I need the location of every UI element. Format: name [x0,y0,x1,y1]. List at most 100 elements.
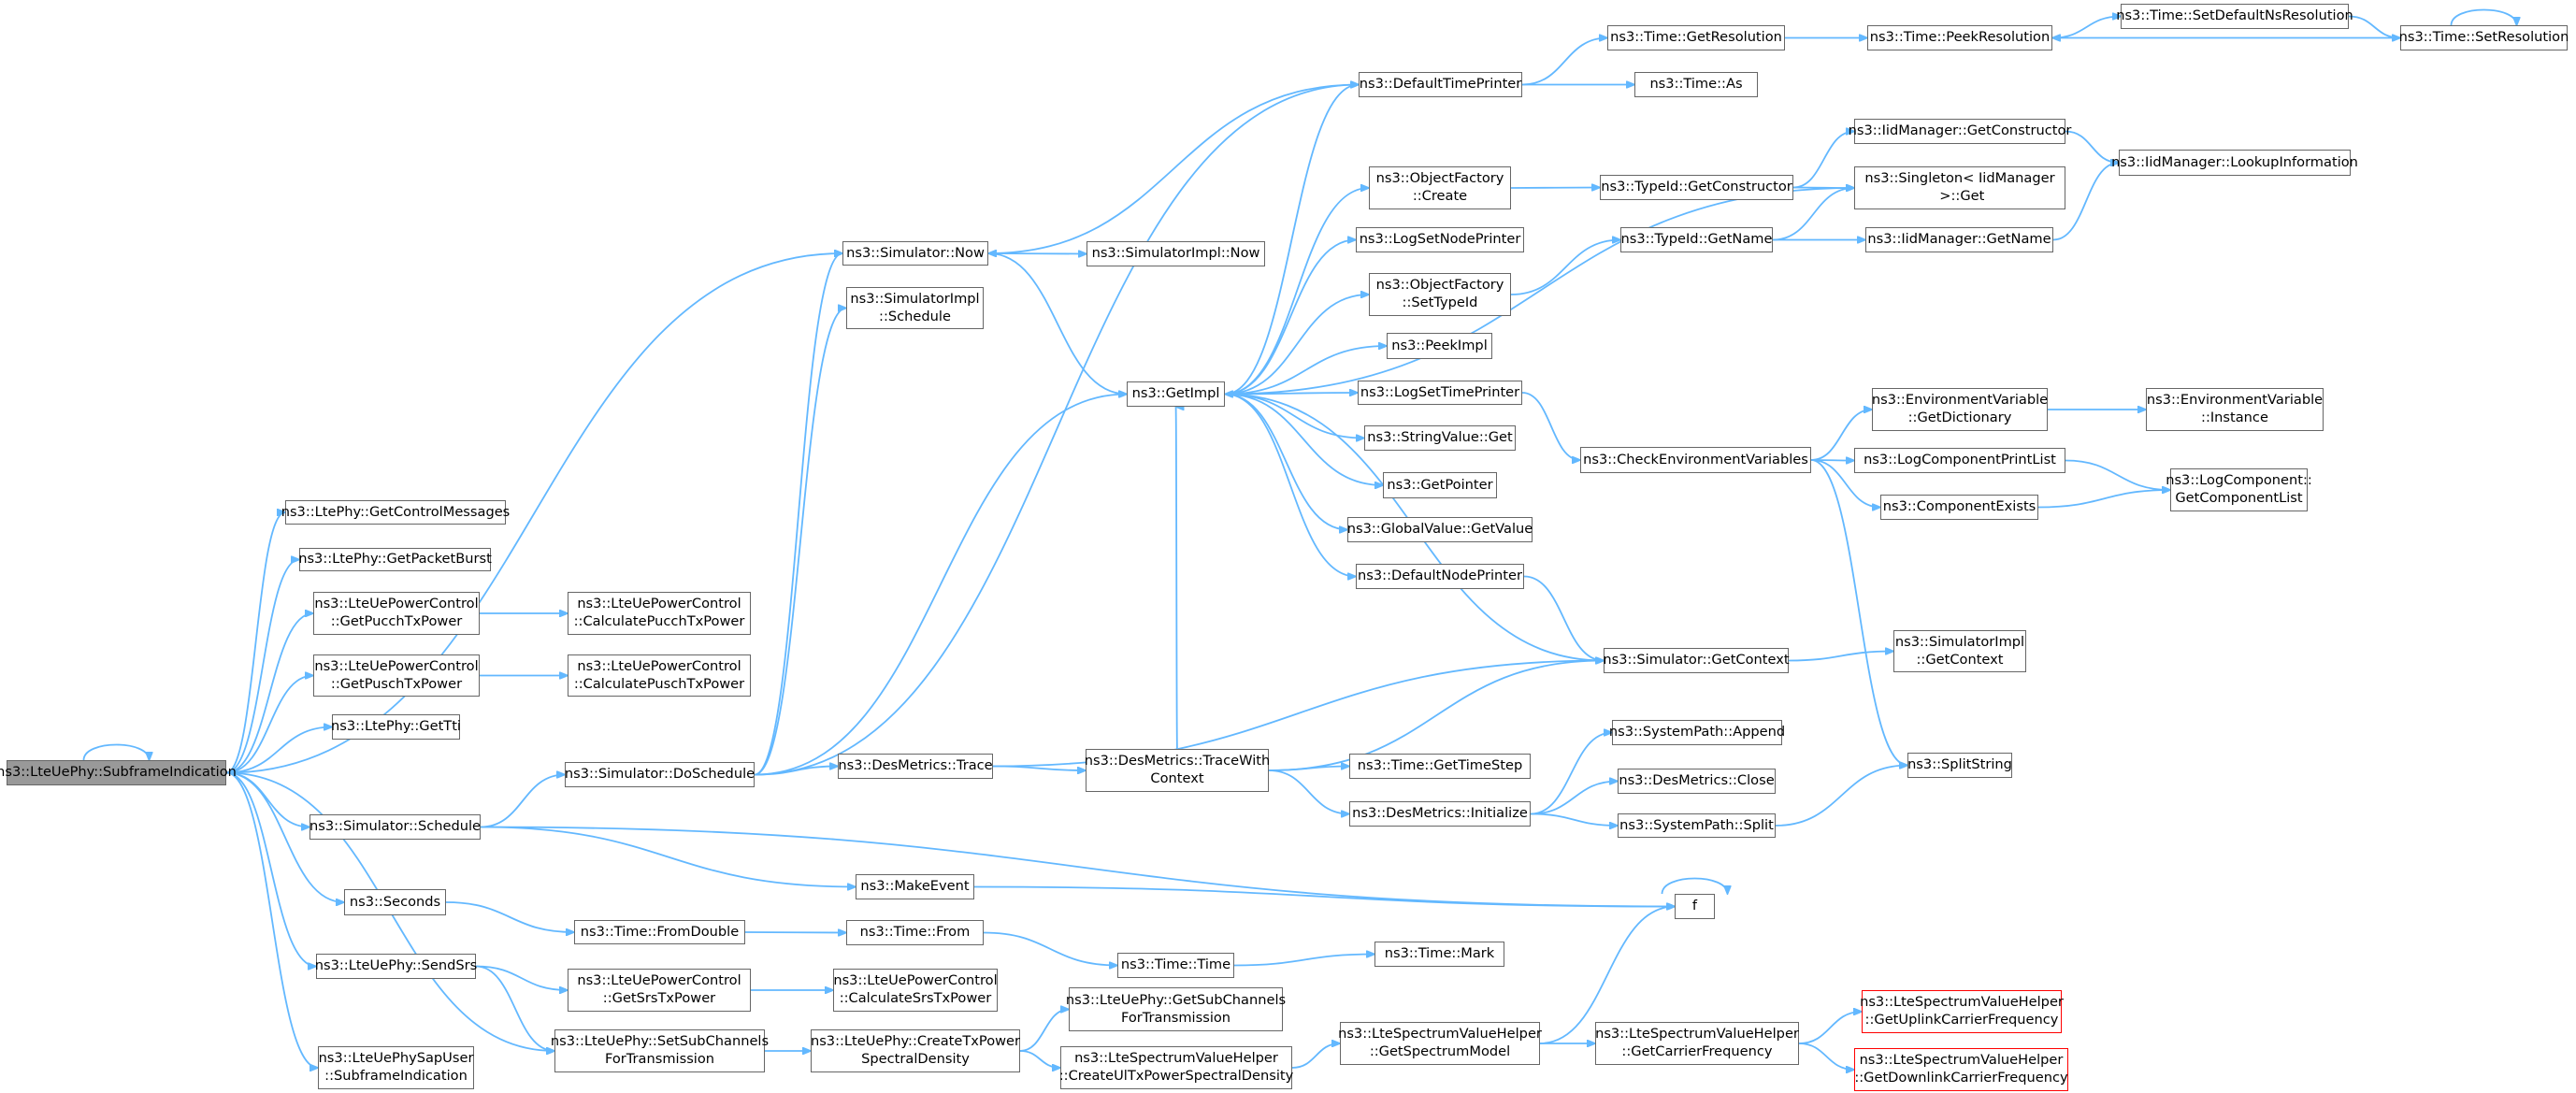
node-seconds[interactable]: ns3::Seconds [344,889,446,915]
node-getuplinkfreq[interactable]: ns3::LteSpectrumValueHelper ::GetUplinkC… [1860,990,2064,1033]
node-typeidgetname[interactable]: ns3::TypeId::GetName [1620,227,1773,252]
node-checkenv[interactable]: ns3::CheckEnvironmentVariables [1580,447,1811,473]
node-calcpucch[interactable]: ns3::LteUePowerControl ::CalculatePucchT… [568,592,751,635]
node-getpucchtxpower[interactable]: ns3::LteUePowerControl ::GetPucchTxPower [313,592,480,635]
node-getcomponentlist[interactable]: ns3::LogComponent:: GetComponentList [2166,468,2312,511]
node-root[interactable]: ns3::LteUePhy::SubframeIndication [0,760,237,785]
edge-ofcreate-to-typeidgetconstructor [1510,188,1600,189]
node-typeidgetconstructor[interactable]: ns3::TypeId::GetConstructor [1600,175,1793,200]
edge-getimpl-to-defaultnodeprinter [1224,393,1356,577]
node-logsetnodeprinter[interactable]: ns3::LogSetNodePrinter [1356,227,1524,252]
node-iidlookupinfo[interactable]: ns3::IidManager::LookupInformation [2111,150,2358,176]
edge-logcomponentprintlist-to-getcomponentlist [2065,459,2170,491]
node-desclose[interactable]: ns3::DesMetrics::Close [1618,769,1776,794]
node-envgetdictionary[interactable]: ns3::EnvironmentVariable ::GetDictionary [1872,388,2048,431]
node-sapuser[interactable]: ns3::LteUePhySapUser ::SubframeIndicatio… [318,1046,474,1089]
node-getsubchannels[interactable]: ns3::LteUePhy::GetSubChannels ForTransmi… [1066,987,1286,1031]
edge-getcarrierfreq-to-getdownlinkfreq [1798,1043,1854,1070]
node-getpuschtxpower[interactable]: ns3::LteUePowerControl ::GetPuschTxPower [313,654,480,697]
node-envinstance[interactable]: ns3::EnvironmentVariable ::Instance [2146,388,2324,431]
node-componentexists[interactable]: ns3::ComponentExists [1880,495,2038,520]
edge-defaulttimeprinter-to-simnow [988,83,1360,254]
node-simgetcontext[interactable]: ns3::Simulator::GetContext [1603,648,1790,673]
node-logsettimeprinter[interactable]: ns3::LogSetTimePrinter [1358,381,1522,405]
node-setresolution[interactable]: ns3::Time::SetResolution [2399,25,2569,50]
edge-root-to-sendsrs [225,771,316,967]
edge-root-to-seconds [225,771,344,903]
edge-setresolution-to-setresolution [2450,8,2517,26]
node-timefrom[interactable]: ns3::Time::From [846,920,984,945]
node-tracewithcontext[interactable]: ns3::DesMetrics::TraceWith Context [1085,749,1270,792]
edge-iidgetname-to-iidlookupinfo [2052,163,2119,241]
node-createulpsd[interactable]: ns3::LteSpectrumValueHelper ::CreateUlTx… [1059,1046,1293,1089]
node-destrace[interactable]: ns3::DesMetrics::Trace [838,754,993,779]
edge-tracewithcontext-to-getimpl [1176,407,1178,750]
node-simimplgetcontext[interactable]: ns3::SimulatorImpl ::GetContext [1893,630,2026,672]
node-fromdouble[interactable]: ns3::Time::FromDouble [574,920,745,944]
node-singletonget[interactable]: ns3::Singleton< IidManager >::Get [1854,166,2065,209]
edge-getspectrummodel-to-f [1539,907,1675,1044]
node-defaulttimeprinter[interactable]: ns3::DefaultTimePrinter [1359,72,1522,97]
node-getcontrolmessages[interactable]: ns3::LtePhy::GetControlMessages [281,500,510,525]
node-globalvalueget[interactable]: ns3::GlobalValue::GetValue [1347,517,1533,542]
node-f[interactable]: f [1675,894,1715,919]
node-defaultnodeprinter[interactable]: ns3::DefaultNodePrinter [1356,564,1524,589]
node-syspathsplit[interactable]: ns3::SystemPath::Split [1618,813,1776,838]
edge-root-to-simnow [225,253,842,774]
edge-desinitialize-to-syspathappend [1530,733,1612,815]
node-simimplschedule[interactable]: ns3::SimulatorImpl ::Schedule [846,287,984,329]
node-getpointer[interactable]: ns3::GetPointer [1383,472,1497,498]
node-ofsettypeid[interactable]: ns3::ObjectFactory ::SetTypeId [1369,273,1511,316]
edge-fromdouble-to-timefrom [744,932,846,933]
edge-root-to-getpacketburst [225,560,299,774]
node-timemark[interactable]: ns3::Time::Mark [1374,942,1504,967]
node-peekimpl[interactable]: ns3::PeekImpl [1387,333,1492,359]
node-peekresolution[interactable]: ns3::Time::PeekResolution [1867,25,2052,50]
node-getcarrierfreq[interactable]: ns3::LteSpectrumValueHelper ::GetCarrier… [1595,1022,1799,1065]
node-getpacketburst[interactable]: ns3::LtePhy::GetPacketBurst [298,548,492,571]
edge-doschedule-to-simnow [754,253,842,776]
node-makeevent[interactable]: ns3::MakeEvent [856,874,974,899]
edge-createulpsd-to-getspectrummodel [1291,1043,1340,1069]
node-simnow[interactable]: ns3::Simulator::Now [842,241,988,266]
node-setdefaultnsres[interactable]: ns3::Time::SetDefaultNsResolution [2116,4,2353,29]
node-calcpusch[interactable]: ns3::LteUePowerControl ::CalculatePuschT… [568,654,751,697]
node-getresolution[interactable]: ns3::Time::GetResolution [1607,25,1785,50]
node-desinitialize[interactable]: ns3::DesMetrics::Initialize [1349,801,1531,827]
node-simimplnow[interactable]: ns3::SimulatorImpl::Now [1087,241,1265,266]
node-sendsrs[interactable]: ns3::LteUePhy::SendSrs [315,954,477,979]
edge-root-to-getpucchtxpower [225,613,313,774]
node-getspectrummodel[interactable]: ns3::LteSpectrumValueHelper ::GetSpectru… [1338,1022,1542,1065]
edge-doschedule-to-getimpl [754,395,1127,776]
edge-getimpl-to-peekimpl [1224,346,1387,395]
edge-setdefaultnsres-to-setresolution [2348,15,2400,38]
edge-destrace-to-simgetcontext [992,661,1604,768]
node-gettti[interactable]: ns3::LtePhy::GetTti [331,714,461,740]
node-iidgetconstructor[interactable]: ns3::IidManager::GetConstructor [1849,119,2071,144]
node-setsubchannels[interactable]: ns3::LteUePhy::SetSubChannels ForTransmi… [551,1029,769,1072]
node-gettimestep[interactable]: ns3::Time::GetTimeStep [1349,754,1531,779]
node-getsrstxpower[interactable]: ns3::LteUePowerControl ::GetSrsTxPower [568,969,751,1012]
node-splitstring[interactable]: ns3::SplitString [1907,753,2012,778]
edge-timefrom-to-timetime [983,931,1117,966]
node-logcomponentprintlist[interactable]: ns3::LogComponentPrintList [1854,448,2065,473]
node-simschedule[interactable]: ns3::Simulator::Schedule [309,814,481,840]
edge-typeidgetconstructor-to-singletonget [1792,188,1854,189]
node-getimpl[interactable]: ns3::GetImpl [1127,381,1225,407]
edge-timetime-to-timemark [1233,955,1374,967]
node-stringvalueget[interactable]: ns3::StringValue::Get [1364,425,1516,451]
node-timetime[interactable]: ns3::Time::Time [1117,953,1234,978]
node-getdownlinkfreq[interactable]: ns3::LteSpectrumValueHelper ::GetDownlin… [1854,1048,2068,1091]
edge-root-to-getcontrolmessages [225,512,285,774]
node-doschedule[interactable]: ns3::Simulator::DoSchedule [565,762,755,787]
edge-componentexists-to-getcomponentlist [2037,490,2170,509]
node-calcsrs[interactable]: ns3::LteUePowerControl ::CalculateSrsTxP… [833,969,998,1012]
edge-defaultnodeprinter-to-simgetcontext [1523,575,1604,661]
node-syspathappend[interactable]: ns3::SystemPath::Append [1609,720,1785,745]
edge-checkenv-to-envgetdictionary [1810,410,1872,461]
node-timeas[interactable]: ns3::Time::As [1634,72,1758,97]
edge-simnow-to-getimpl [987,252,1127,395]
node-createtxpsd[interactable]: ns3::LteUePhy::CreateTxPower SpectralDen… [811,1029,1020,1072]
node-iidgetname[interactable]: ns3::IidManager::GetName [1865,227,2053,252]
node-ofcreate[interactable]: ns3::ObjectFactory ::Create [1369,166,1511,209]
